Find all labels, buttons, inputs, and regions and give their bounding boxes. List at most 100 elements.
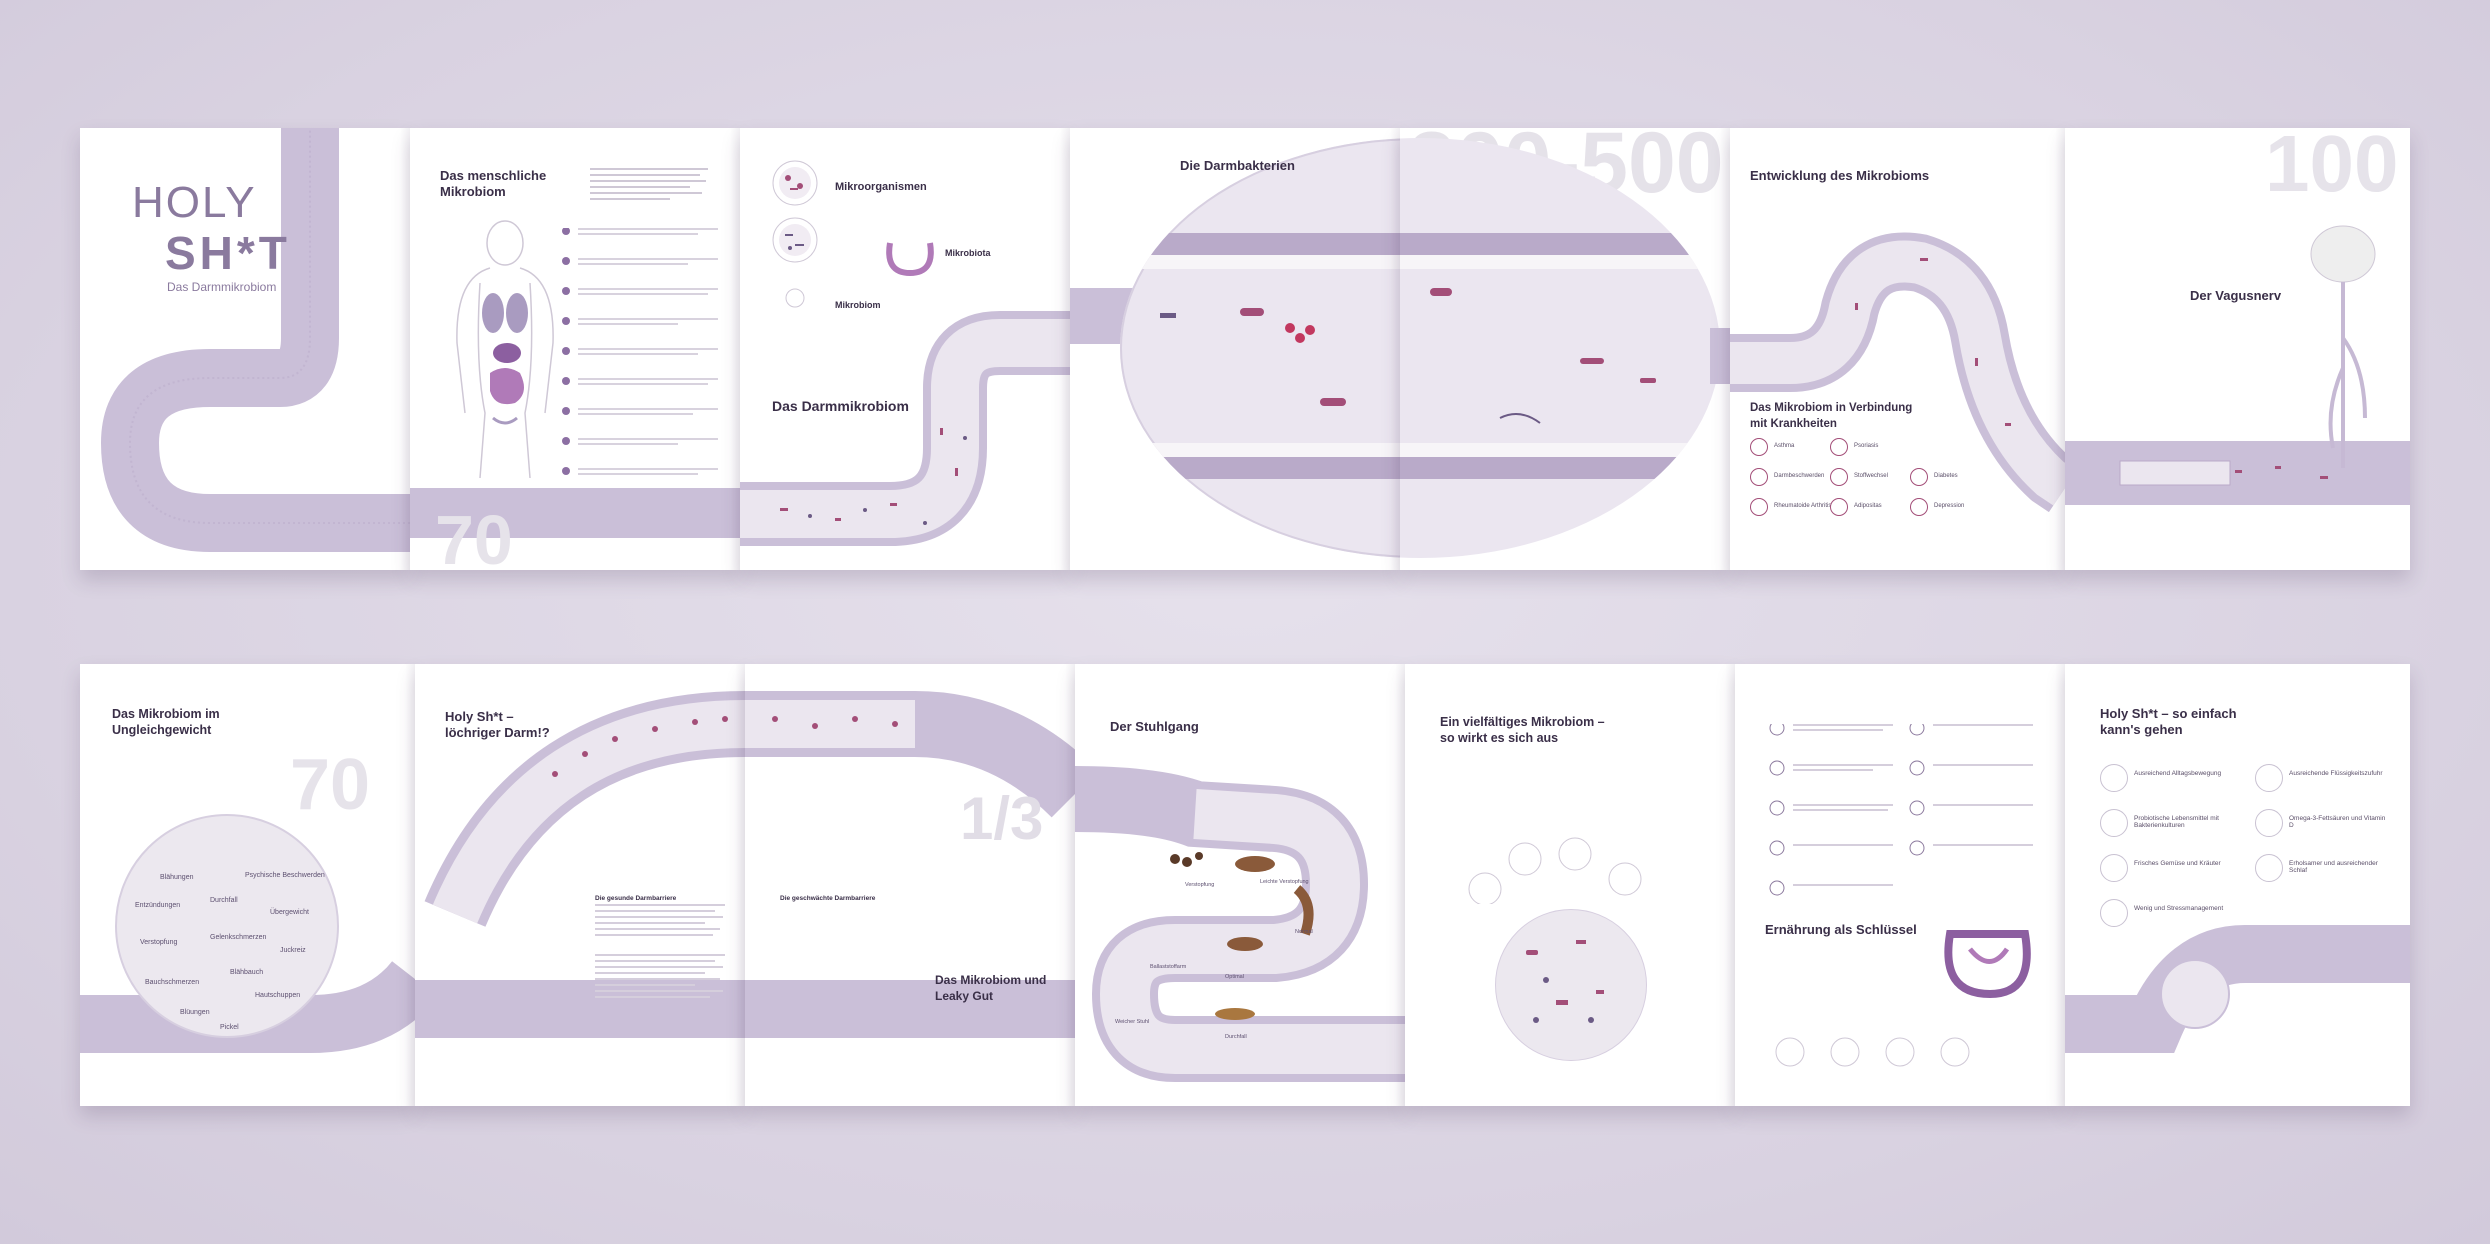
- gut-wall-cross-section-right: [1400, 233, 1720, 479]
- disease-icon: [1830, 498, 1848, 516]
- disease-label: Asthma: [1774, 443, 1795, 449]
- symptom-label: Blähbauch: [230, 969, 264, 976]
- intestine-icon: [886, 242, 934, 277]
- brand-line-1: HOLY: [132, 178, 257, 227]
- disease-icon: [1910, 498, 1928, 516]
- microorganism-icons: [772, 160, 818, 308]
- leaky-panel-left: Holy Sh*t – löchriger Darm!? Die gesunde…: [415, 664, 745, 1106]
- vagusnerv-panel: 100 Der Vagusnerv: [2065, 128, 2410, 570]
- nutrition-bottom-icons: [1775, 1037, 1970, 1067]
- stool-type-label: Leichte Verstopfung: [1260, 879, 1309, 885]
- tip-label: Omega-3-Fettsäuren und Vitamin D: [2289, 815, 2386, 829]
- darmbakterien-panel-left: Die Darmbakterien: [1070, 128, 1400, 570]
- leaky-panel-right: 1/3 Die geschwächte Darmbarriere Das Mik…: [745, 664, 1075, 1106]
- stool-type-label: Ballaststoffarm: [1150, 964, 1187, 970]
- mikrobiom-intro-text: [590, 166, 710, 209]
- einfach-panel: Holy Sh*t – so einfach kann's gehen Ausr…: [2065, 664, 2410, 1106]
- gut-wall-cross-section: [1120, 233, 1400, 479]
- vagus-title: Der Vagusnerv: [2190, 288, 2282, 303]
- leaky-gut-title: Das Mikrobiom und Leaky Gut: [935, 973, 1047, 1003]
- symptom-label: Psychische Beschwerden: [245, 872, 325, 879]
- brochure-strip-outside: HOLY SH*T Das Darmmikrobiom 70 Das mensc…: [80, 128, 2410, 570]
- leaky-title: Holy Sh*t – löchriger Darm!?: [445, 709, 550, 740]
- big-number-100: 100: [2265, 128, 2399, 208]
- tip-label: Wenig und Stressmanagement: [2134, 905, 2224, 912]
- disease-icon: [1750, 468, 1768, 486]
- gut-tube-g: [2065, 925, 2410, 1053]
- mikrobiota-label: Mikrobiota: [945, 248, 991, 258]
- geschwaechte-barriere-subtitle: Die geschwächte Darmbarriere: [780, 895, 876, 902]
- stool-type-label: Durchfall: [1225, 1034, 1247, 1040]
- mikrobiom-label: Mikrobiom: [835, 300, 881, 310]
- symptoms-circle: [115, 814, 339, 1038]
- mikrobiom-title: Das menschliche Mikrobiom: [440, 168, 547, 199]
- einfach-title: Holy Sh*t – so einfach kann's gehen: [2100, 706, 2237, 737]
- gut-tube-c: [745, 691, 1075, 1038]
- tip-label: Erholsamer und ausreichender Schlaf: [2289, 860, 2378, 874]
- gesunde-barriere-text: [595, 904, 725, 998]
- cover-panel: HOLY SH*T Das Darmmikrobiom: [80, 128, 410, 570]
- human-body-illustration: [456, 220, 554, 479]
- symptom-label: Durchfall: [210, 897, 238, 904]
- symptom-label: Übergewicht: [270, 909, 309, 916]
- gut-tube-band-right: [1710, 328, 1730, 384]
- symptom-label: Gelenkschmerzen: [210, 934, 267, 941]
- disease-icon: [1910, 468, 1928, 486]
- krankheiten-title: Das Mikrobiom in Verbindung mit Krankhei…: [1750, 402, 1913, 430]
- symptom-label: Hautschuppen: [255, 992, 301, 999]
- disease-label: Adipositas: [1854, 503, 1882, 509]
- disease-label: Stoffwechsel: [1854, 473, 1888, 479]
- symptom-label: Blähungen: [160, 874, 194, 881]
- symptom-label: Juckreiz: [280, 947, 306, 954]
- tip-icon: [2255, 764, 2283, 792]
- brochure-strip-inside: Das Mikrobiom im Ungleichgewicht 70 Bläh…: [80, 664, 2410, 1106]
- disease-icon: [1750, 438, 1768, 456]
- gut-tube-cover: [100, 128, 410, 552]
- gut-tube-b: [415, 691, 745, 1038]
- darmmikrobiom-panel: Mikroorganismen Mikrobiota Mikrobiom Das…: [740, 128, 1070, 570]
- ungleichgewicht-panel: Das Mikrobiom im Ungleichgewicht 70 Bläh…: [80, 664, 415, 1106]
- nutrition-list: [1769, 724, 2033, 896]
- diverse-microbiome-circle: [1495, 909, 1647, 1061]
- tip-icon: [2255, 809, 2283, 837]
- tip-label: Ausreichend Alltagsbewegung: [2134, 770, 2222, 777]
- mikroorganismen-label: Mikroorganismen: [835, 181, 927, 193]
- ernaehrung-title: Ernährung als Schlüssel: [1765, 922, 1917, 937]
- disease-label: Psoriasis: [1854, 443, 1879, 449]
- stool-type-label: Normal: [1295, 929, 1313, 935]
- brand-line-2: SH*T: [165, 227, 291, 279]
- tip-icon: [2100, 899, 2128, 927]
- disease-icon: [1750, 498, 1768, 516]
- mikrobiom-panel: 70 Das menschliche Mikrobiom: [410, 128, 740, 570]
- tip-icon: [2255, 854, 2283, 882]
- gut-tube-d: [1075, 766, 1405, 1082]
- text-lines: [590, 168, 708, 200]
- symptom-label: Blüungen: [180, 1009, 210, 1016]
- gesunde-barriere-subtitle: Die gesunde Darmbarriere: [595, 895, 677, 902]
- tip-icon: [2100, 764, 2128, 792]
- tip-label: Ausreichende Flüssigkeitszufuhr: [2289, 770, 2383, 777]
- darmmikrobiom-title: Das Darmmikrobiom: [772, 398, 909, 414]
- gut-tube-band: [410, 488, 740, 538]
- vielfalt-panel: Ein vielfältiges Mikrobiom – so wirkt es…: [1405, 664, 1735, 1106]
- disease-label: Depression: [1934, 503, 1965, 509]
- tip-label: Probiotische Lebensmittel mit Bakterienk…: [2134, 815, 2219, 829]
- effect-icons: [1468, 837, 1642, 904]
- symptom-label: Entzündungen: [135, 902, 181, 909]
- disease-icon: [1830, 468, 1848, 486]
- darmbakterien-title: Die Darmbakterien: [1180, 158, 1295, 173]
- disease-label: Rheumatoide Arthritis: [1774, 503, 1832, 509]
- intestine-illustration: [1944, 930, 2031, 999]
- big-number-70b: 70: [290, 745, 371, 825]
- entwicklung-panel: Entwicklung des Mikrobioms Das Mikrobiom…: [1730, 128, 2065, 570]
- organ-text-list: [562, 228, 718, 475]
- entwicklung-title: Entwicklung des Mikrobioms: [1750, 168, 1930, 183]
- symptom-label: Bauchschmerzen: [145, 979, 200, 986]
- disease-icon: [1830, 438, 1848, 456]
- stuhlgang-title: Der Stuhlgang: [1110, 719, 1199, 734]
- symptom-label: Verstopfung: [140, 939, 178, 946]
- microbe-scatter: [1526, 940, 1604, 1023]
- gut-tube-vagus: [2065, 441, 2410, 505]
- stool-type-label: Optimal: [1225, 974, 1244, 980]
